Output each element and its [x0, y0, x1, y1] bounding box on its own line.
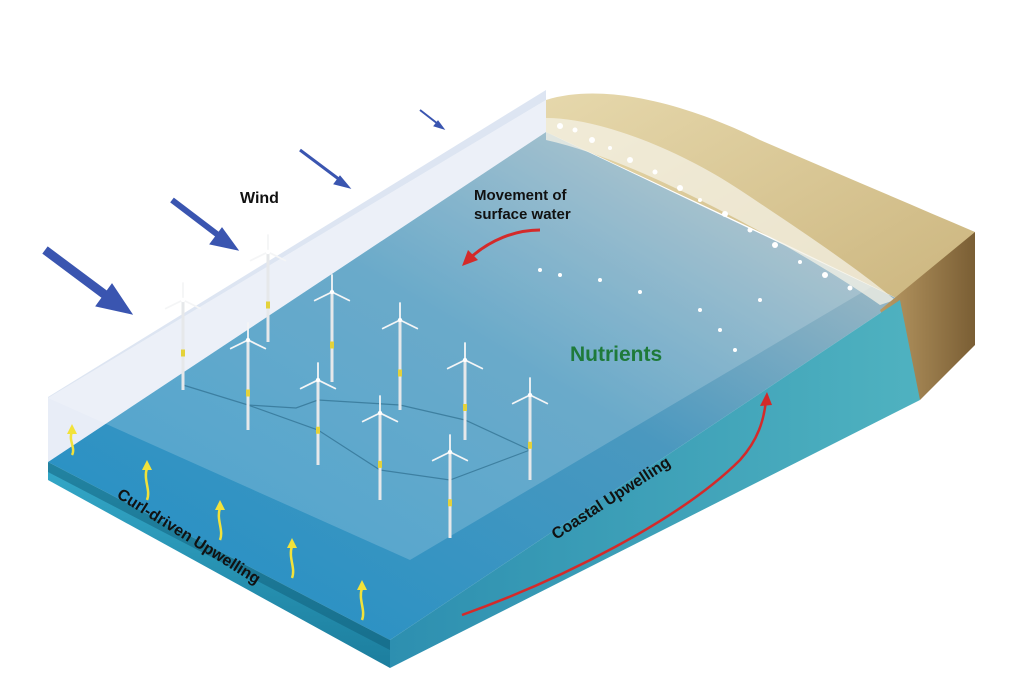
wind-turbine-icon — [446, 342, 484, 440]
surf-dots — [538, 123, 853, 352]
current-arrow-icon — [760, 392, 772, 406]
upwelling-arrow-icon — [287, 538, 297, 579]
wind-arrows — [42, 109, 446, 315]
wind-turbine-icon — [299, 362, 337, 465]
wind-turbine-icon — [313, 274, 351, 382]
upwelling-arrow-icon — [215, 500, 225, 541]
upwelling-arrow-icon — [357, 580, 367, 621]
wind-arrow-icon — [299, 148, 352, 189]
wind-turbine-icon — [381, 302, 419, 410]
wind-turbine-icon — [229, 322, 267, 430]
current-arrow-icon — [462, 250, 478, 266]
wind-arrow-icon — [170, 197, 240, 251]
wind-arrow-icon — [42, 246, 134, 315]
wind-farm — [164, 234, 549, 538]
wind-turbine-icon — [361, 395, 399, 500]
upwelling-arrow-icon — [142, 460, 152, 501]
curl-upwelling-arrows — [67, 424, 367, 621]
wind-label: Wind — [240, 190, 279, 207]
ocean-side-face — [390, 300, 920, 668]
surf-foam — [546, 118, 895, 305]
ocean-surface — [48, 132, 900, 640]
wind-turbine-icon — [431, 434, 469, 538]
coastal-upwelling-arrow — [461, 392, 772, 617]
wind-turbine-icon — [249, 234, 287, 342]
wind-turbine-icon — [511, 377, 549, 480]
air-box — [48, 100, 546, 462]
wind-arrow-icon — [419, 109, 446, 130]
movement-label-line1: Movement of — [474, 187, 568, 204]
movement-label-line2: surface water — [474, 206, 571, 223]
surface-movement-arrow — [462, 228, 541, 266]
wind-turbine-icon — [164, 282, 202, 390]
upwelling-arrow-icon — [67, 424, 77, 456]
nutrients-label: Nutrients — [570, 343, 662, 366]
